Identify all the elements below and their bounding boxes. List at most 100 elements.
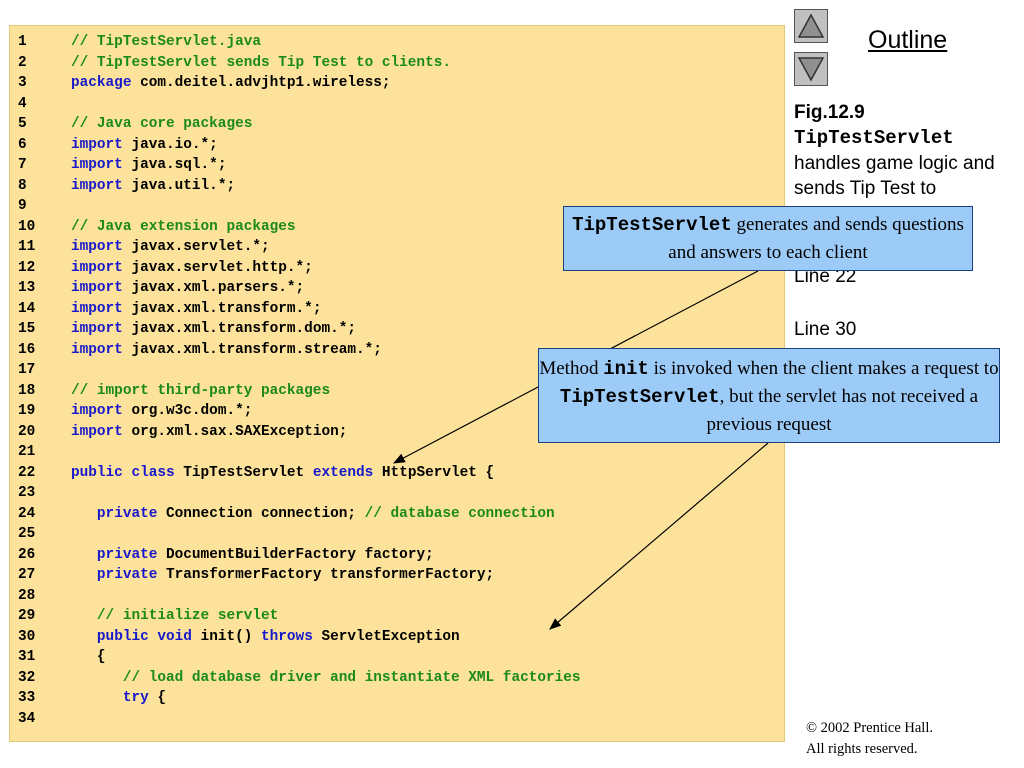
- line-number: 11: [18, 239, 36, 255]
- code-token: // Java extension packages: [71, 218, 296, 235]
- arrow-to-line-30: [549, 442, 769, 630]
- code-text: // Java extension packages: [71, 217, 296, 237]
- code-token: DocumentBuilderFactory factory;: [157, 546, 434, 563]
- callout-init-method: init: [603, 358, 649, 380]
- code-text: import javax.servlet.http.*;: [71, 258, 313, 278]
- line-number: 10: [18, 218, 36, 235]
- triangle-down-icon: [797, 57, 825, 82]
- code-token: com.deitel.advjhtp1.wireless;: [131, 75, 391, 91]
- code-text: // initialize servlet: [71, 606, 278, 626]
- copyright-line-2: All rights reserved.: [806, 741, 918, 757]
- code-text: // TipTestServlet.java: [71, 32, 261, 52]
- code-token: {: [71, 649, 106, 665]
- code-token: import: [71, 403, 123, 419]
- line-number: 14: [18, 300, 36, 317]
- code-token: import: [71, 423, 123, 440]
- outline-link[interactable]: Outline: [868, 26, 948, 54]
- line-number: 13: [18, 280, 36, 296]
- code-token: init(): [191, 628, 262, 645]
- code-text: package com.deitel.advjhtp1.wireless;: [71, 73, 391, 93]
- code-token: public class: [71, 464, 175, 481]
- code-text: import java.io.*;: [71, 135, 218, 155]
- code-token: javax.xml.transform.*;: [122, 300, 322, 317]
- code-text: public class TipTestServlet extends Http…: [71, 463, 494, 483]
- line-number: 27: [18, 567, 36, 583]
- code-token: import: [71, 136, 123, 153]
- line-number: 23: [18, 485, 36, 501]
- line-number: 17: [18, 362, 36, 378]
- line-number: 20: [18, 423, 36, 440]
- line-number: 22: [18, 464, 36, 481]
- code-token: org.w3c.dom.*;: [122, 403, 253, 419]
- code-text: public void init() throws ServletExcepti…: [71, 627, 460, 647]
- code-text: import java.sql.*;: [71, 155, 226, 175]
- line-number: 24: [18, 505, 36, 522]
- code-token: private: [96, 567, 158, 583]
- code-token: java.util.*;: [122, 177, 236, 194]
- line-number: 4: [18, 95, 27, 112]
- code-token: // initialize servlet: [96, 608, 279, 624]
- code-token: import: [71, 259, 123, 276]
- code-token: HttpServlet {: [373, 464, 495, 481]
- previous-slide-button[interactable]: [794, 9, 828, 43]
- callout-init-description: Method init is invoked when the client m…: [538, 348, 1000, 443]
- code-text: import javax.xml.parsers.*;: [71, 278, 304, 298]
- callout-init-mid: is invoked when the client makes a reque…: [648, 358, 999, 379]
- code-text: // import third-party packages: [71, 381, 330, 401]
- line-ref-30: Line 30: [794, 319, 857, 340]
- line-number: 9: [18, 198, 27, 214]
- code-text: // Java core packages: [71, 114, 252, 134]
- code-text: import java.util.*;: [71, 176, 235, 196]
- figure-class-name: TipTestServlet: [794, 127, 954, 149]
- line-number: 29: [18, 608, 36, 624]
- line-number: 12: [18, 259, 36, 276]
- line-number: 25: [18, 526, 36, 542]
- code-text: import org.w3c.dom.*;: [71, 401, 252, 421]
- code-text: {: [71, 647, 106, 667]
- code-token: // import third-party packages: [71, 382, 331, 399]
- line-number: 3: [18, 75, 27, 91]
- next-slide-button[interactable]: [794, 52, 828, 86]
- code-token: private: [96, 505, 158, 522]
- code-token: import: [71, 177, 123, 194]
- line-number: 34: [18, 710, 36, 727]
- code-token: import: [71, 341, 123, 358]
- code-token: // database connection: [364, 505, 555, 522]
- line-number: 2: [18, 54, 27, 71]
- line-number: 19: [18, 403, 36, 419]
- code-token: package: [71, 75, 132, 91]
- line-number: 5: [18, 116, 27, 132]
- code-token: import: [71, 157, 123, 173]
- code-token: // TipTestServlet.java: [71, 34, 261, 50]
- code-token: javax.xml.transform.stream.*;: [122, 341, 382, 358]
- code-text: import javax.xml.transform.stream.*;: [71, 340, 382, 360]
- line-number: 1: [18, 34, 27, 50]
- line-number: 31: [18, 649, 36, 665]
- code-text: // load database driver and instantiate …: [71, 668, 581, 688]
- line-number: 32: [18, 669, 36, 686]
- code-token: javax.xml.transform.dom.*;: [122, 321, 356, 337]
- code-token: import: [71, 321, 123, 337]
- figure-description: handles game logic and sends Tip Test to: [794, 153, 995, 199]
- figure-caption: Fig.12.9 TipTestServlet handles game log…: [794, 100, 1016, 201]
- code-token: ServletException: [312, 628, 460, 645]
- code-token: public void: [96, 628, 192, 645]
- code-token: org.xml.sax.SAXException;: [122, 423, 348, 440]
- code-token: import: [71, 280, 123, 296]
- line-number: 16: [18, 341, 36, 358]
- code-text: import javax.xml.transform.dom.*;: [71, 319, 356, 339]
- code-text: import javax.servlet.*;: [71, 237, 270, 257]
- callout-class-name: TipTestServlet: [572, 214, 732, 236]
- callout-init-post: , but the servlet has not received a pre…: [706, 386, 979, 435]
- code-token: TransformerFactory transformerFactory;: [157, 567, 495, 583]
- line-ref-22: Line 22: [794, 266, 857, 287]
- copyright-notice: © 2002 Prentice Hall. All rights reserve…: [806, 718, 933, 760]
- line-number: 6: [18, 136, 27, 153]
- line-number: 7: [18, 157, 27, 173]
- code-token: javax.xml.parsers.*;: [122, 280, 305, 296]
- line-number: 18: [18, 382, 36, 399]
- code-token: {: [148, 690, 167, 706]
- line-number: 15: [18, 321, 36, 337]
- code-text: import javax.xml.transform.*;: [71, 299, 321, 319]
- code-text: try {: [71, 688, 166, 708]
